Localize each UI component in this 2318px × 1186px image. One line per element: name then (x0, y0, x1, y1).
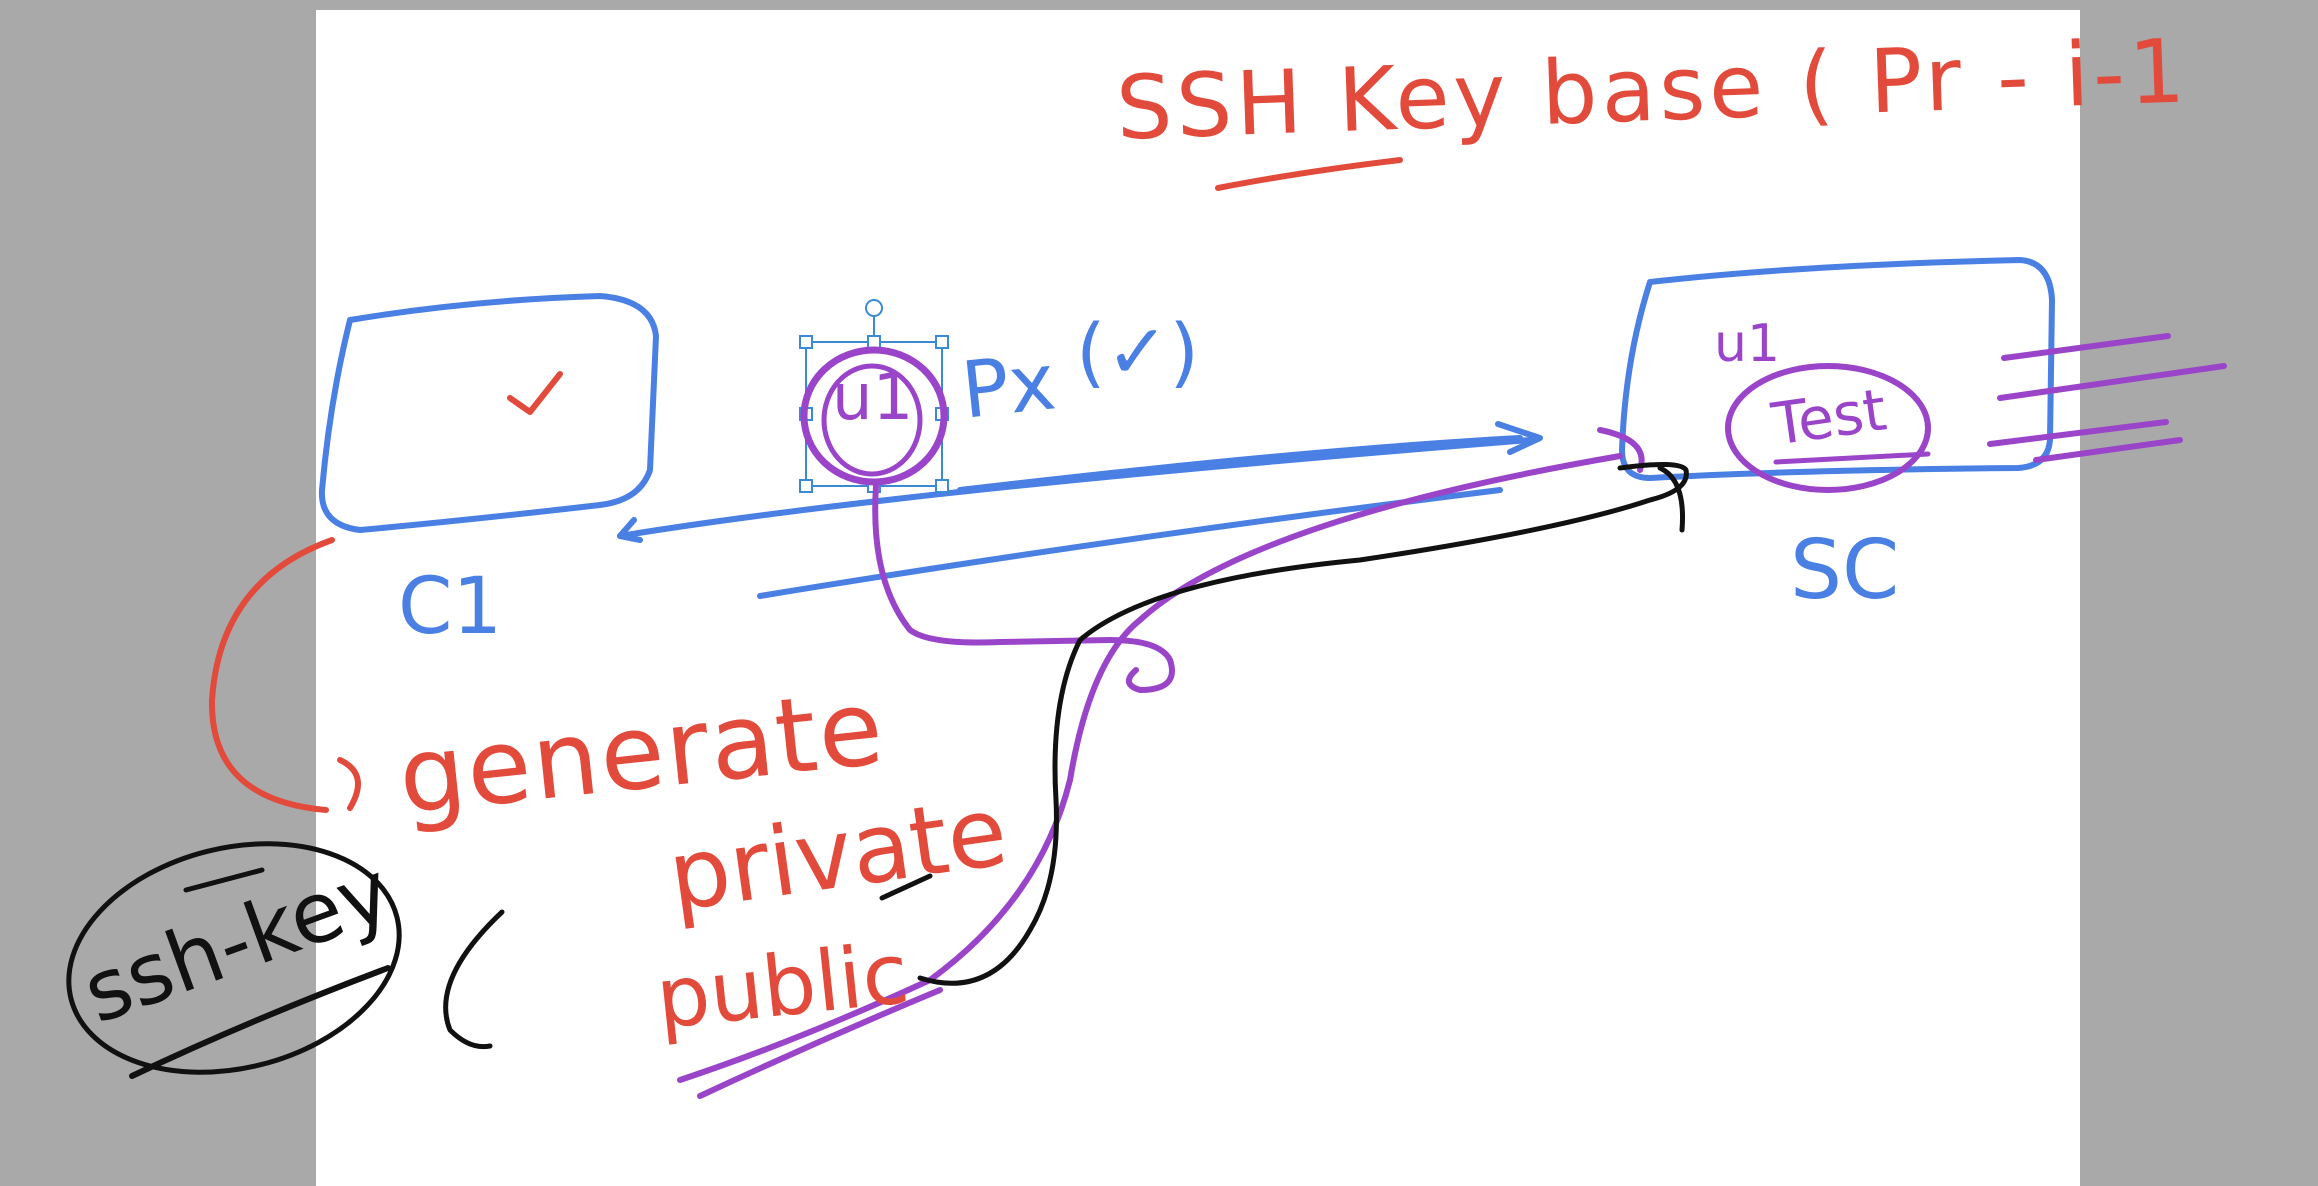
stripe-1 (2001, 333, 2171, 361)
whiteboard-canvas (316, 10, 2080, 1186)
server-label: SC (1790, 523, 1900, 618)
arrow-to-server (617, 437, 1533, 539)
rotation-handle[interactable] (865, 299, 883, 317)
generate-arrow (337, 757, 361, 811)
arrowhead-left (617, 517, 643, 543)
selection-handle-bl[interactable] (799, 479, 813, 493)
arrowhead-right (1495, 421, 1543, 455)
selection-handle-tr[interactable] (935, 335, 949, 349)
client-checkmark (507, 371, 563, 415)
title-underline (1215, 157, 1403, 191)
purple-public-path (677, 453, 1623, 1083)
arrow-upper (957, 435, 1523, 493)
px-label: Px (957, 337, 1060, 437)
test-underline (1773, 451, 1931, 465)
selection-handle-tl[interactable] (799, 335, 813, 349)
u1-circle (800, 346, 948, 486)
server-box (1619, 257, 2055, 481)
stripe-4 (2033, 437, 2183, 463)
selection-handle-tm[interactable] (867, 335, 881, 349)
generate-bracket (208, 537, 335, 813)
stripe-3 (1987, 419, 2169, 447)
stripe-2 (1997, 363, 2227, 401)
user-right-label: u1 (1714, 314, 1781, 374)
ssh-key-circle (66, 841, 402, 1075)
user-left-label: u1 (832, 361, 914, 435)
check-note: (✓) (1076, 307, 1199, 396)
selection-handle-br[interactable] (935, 479, 949, 493)
purple-connector (872, 483, 1175, 693)
public-label: public (651, 924, 914, 1048)
black-dash (879, 873, 933, 901)
ssh-key-underline (129, 965, 391, 1079)
black-bracket (443, 909, 505, 1050)
black-arrowhead (1657, 465, 1686, 533)
client-label: C1 (398, 562, 503, 652)
test-label: Test (1767, 375, 1891, 459)
purple-strike (697, 987, 943, 1099)
black-copy-path (917, 461, 1689, 986)
client-box (318, 293, 659, 533)
u1-circle-inner (821, 363, 923, 477)
ssh-key-top-mark (183, 867, 265, 893)
test-circle (1725, 363, 1931, 493)
